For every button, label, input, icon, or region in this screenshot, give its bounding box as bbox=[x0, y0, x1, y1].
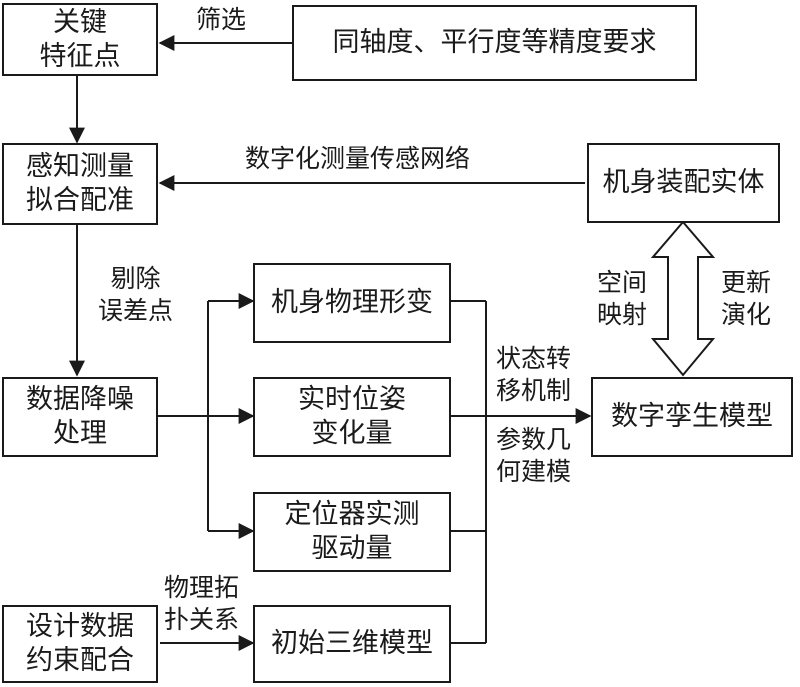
box-locator-drive: 定位器实测 驱动量 bbox=[253, 492, 451, 572]
box-requirements-text: 同轴度、平行度等精度要求 bbox=[332, 27, 657, 58]
box-pose: 实时位姿 变化量 bbox=[253, 377, 451, 457]
box-pose-line1: 实时位姿 bbox=[298, 384, 406, 415]
box-design-constraints: 设计数据 约束配合 bbox=[2, 605, 158, 683]
box-sensing-line2: 拟合配准 bbox=[26, 185, 134, 216]
box-locator-drive-line2: 驱动量 bbox=[311, 533, 393, 564]
label-param-geometry: 参数几 何建模 bbox=[496, 424, 571, 488]
label-state-transfer-line1: 状态转 bbox=[496, 344, 572, 373]
label-update-evolution: 更新 演化 bbox=[721, 267, 771, 331]
box-digital-twin: 数字孪生模型 bbox=[591, 377, 793, 457]
label-spatial-mapping-line1: 空间 bbox=[597, 268, 648, 297]
label-spatial-mapping-line2: 映射 bbox=[597, 300, 648, 329]
box-design-constraints-line1: 设计数据 bbox=[26, 611, 134, 642]
box-sensing-line1: 感知测量 bbox=[26, 151, 134, 182]
label-remove-error: 剔除 误差点 bbox=[98, 263, 173, 327]
label-param-geometry-line2: 何建模 bbox=[496, 457, 572, 486]
box-airframe-entity: 机身装配实体 bbox=[587, 143, 780, 223]
box-pose-line2: 变化量 bbox=[311, 418, 393, 449]
box-design-constraints-line2: 约束配合 bbox=[26, 645, 134, 676]
label-state-transfer: 状态转 移机制 bbox=[496, 343, 571, 407]
double-arrow-entity-twin bbox=[650, 220, 716, 377]
label-sensor-network: 数字化测量传感网络 bbox=[245, 144, 471, 173]
label-filter: 筛选 bbox=[196, 5, 247, 34]
box-key-points-line1: 关键 bbox=[53, 6, 107, 38]
box-deformation: 机身物理形变 bbox=[253, 263, 451, 343]
box-initial-model-text: 初始三维模型 bbox=[271, 628, 433, 659]
box-key-points: 关键 特征点 bbox=[2, 3, 158, 76]
box-denoise-line1: 数据降噪 bbox=[26, 384, 134, 415]
box-locator-drive-line1: 定位器实测 bbox=[284, 499, 420, 530]
label-update-evolution-line2: 演化 bbox=[721, 300, 772, 329]
label-topology: 物理拓 扑关系 bbox=[164, 572, 239, 636]
label-state-transfer-line2: 移机制 bbox=[496, 376, 572, 405]
label-topology-line1: 物理拓 bbox=[164, 573, 240, 602]
box-key-points-line2: 特征点 bbox=[39, 40, 121, 72]
box-initial-model: 初始三维模型 bbox=[253, 605, 451, 683]
label-remove-error-line2: 误差点 bbox=[98, 296, 174, 325]
label-spatial-mapping: 空间 映射 bbox=[597, 267, 647, 331]
label-update-evolution-line1: 更新 bbox=[721, 268, 772, 297]
label-topology-line2: 扑关系 bbox=[164, 605, 240, 634]
label-param-geometry-line1: 参数几 bbox=[496, 425, 572, 454]
box-sensing: 感知测量 拟合配准 bbox=[2, 143, 158, 225]
box-requirements: 同轴度、平行度等精度要求 bbox=[292, 5, 697, 81]
box-deformation-text: 机身物理形变 bbox=[271, 287, 433, 318]
box-denoise: 数据降噪 处理 bbox=[2, 377, 158, 457]
label-remove-error-line1: 剔除 bbox=[110, 264, 161, 293]
box-digital-twin-text: 数字孪生模型 bbox=[611, 401, 773, 432]
box-airframe-entity-text: 机身装配实体 bbox=[602, 167, 765, 198]
box-denoise-line2: 处理 bbox=[53, 418, 107, 449]
